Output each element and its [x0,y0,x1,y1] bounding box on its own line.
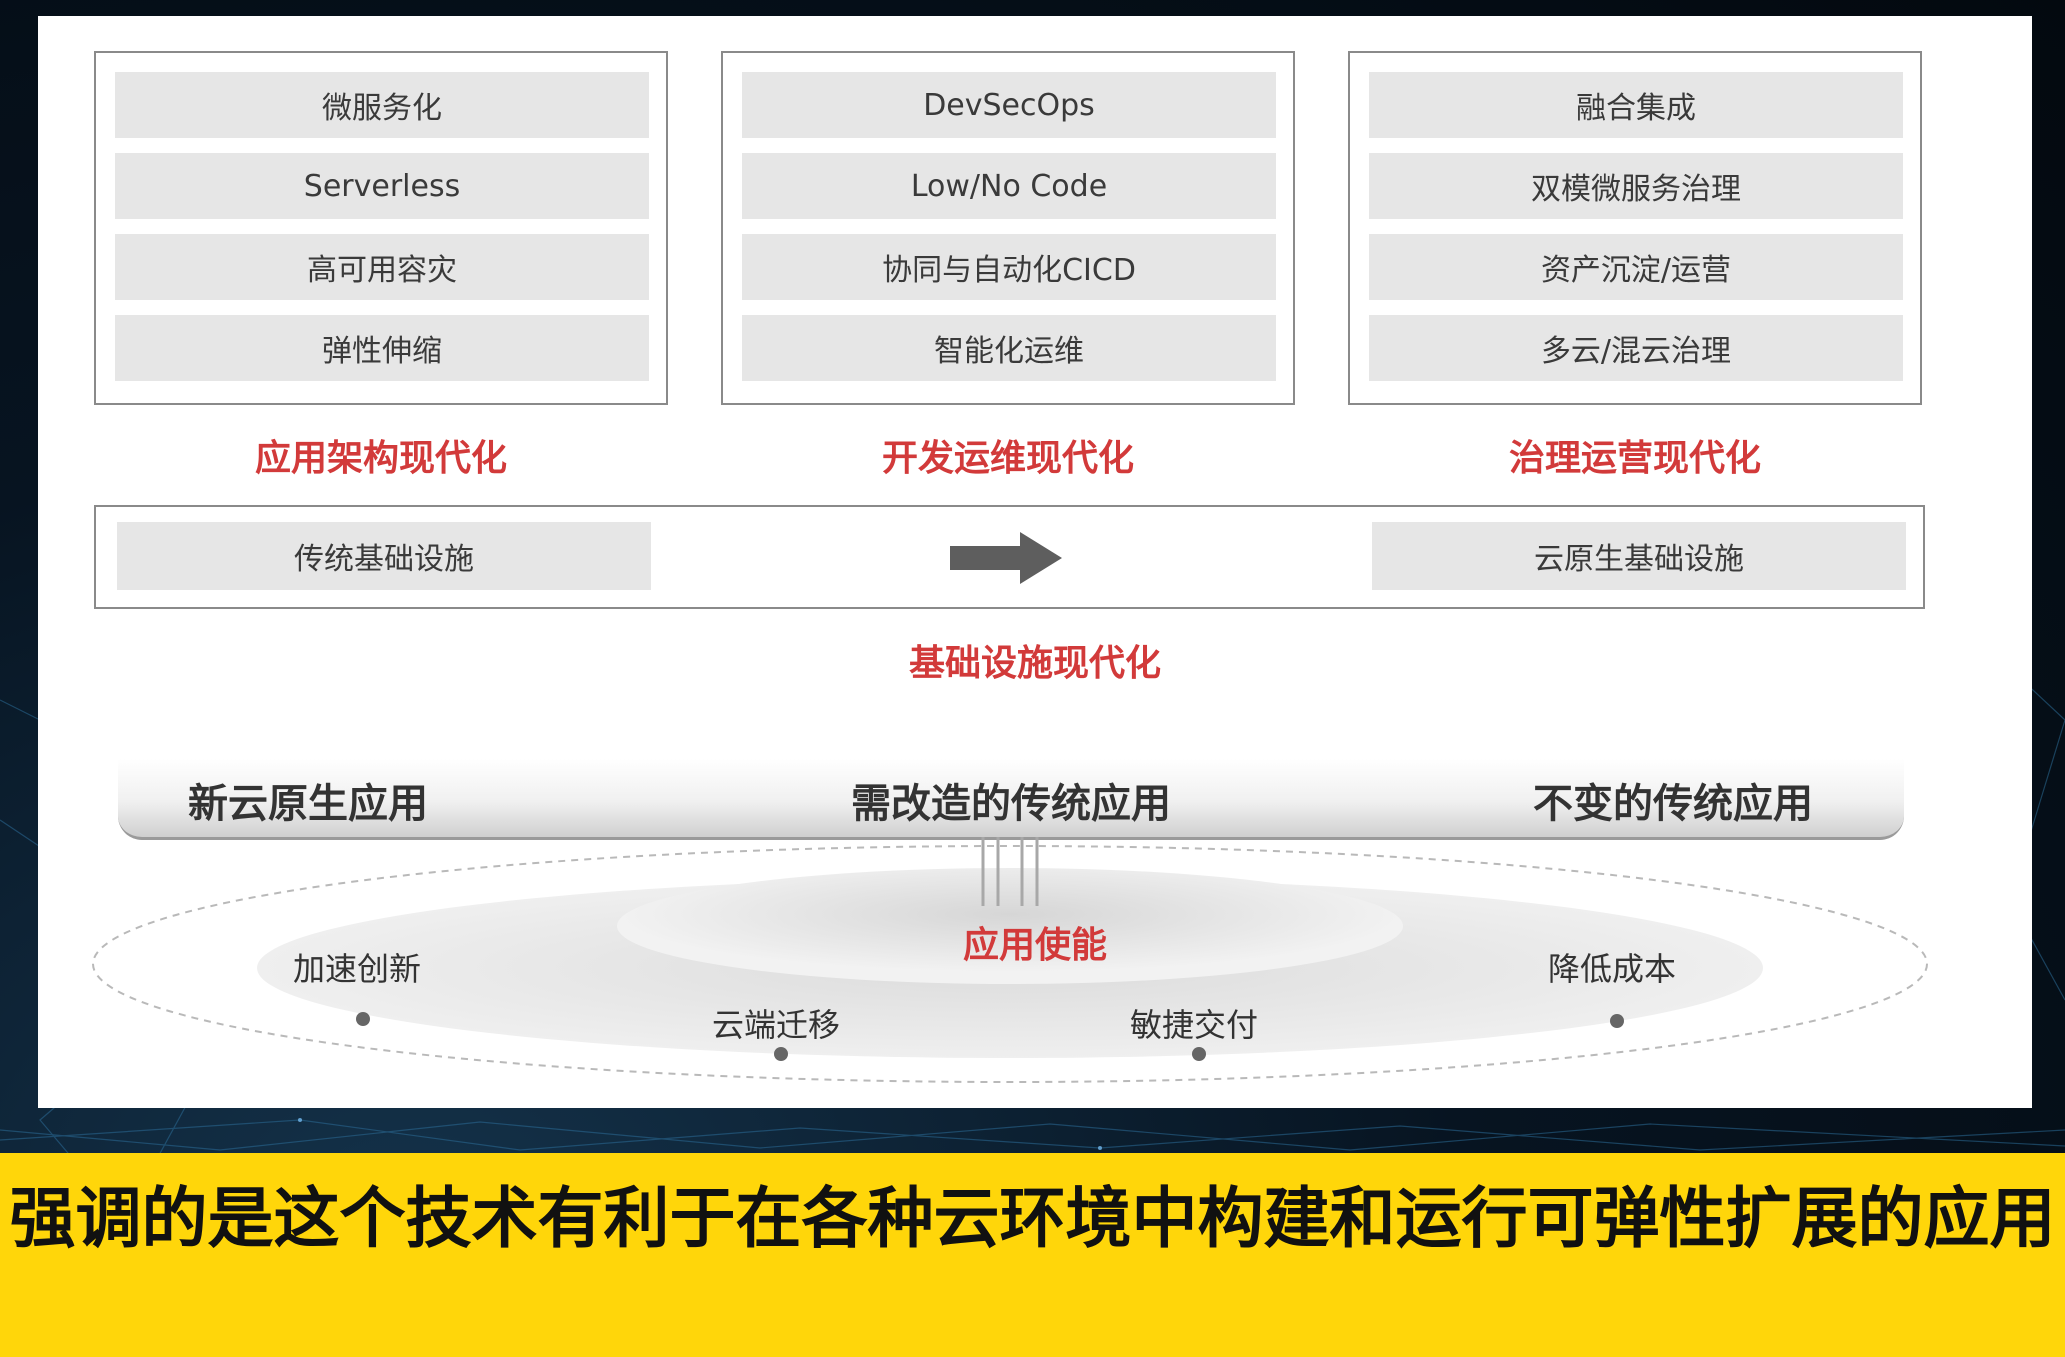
panel-item: 高可用容灾 [115,234,649,300]
panel-title-governance: 治理运营现代化 [1508,438,1761,479]
panel-item: 融合集成 [1369,72,1903,138]
panel-item: 资产沉淀/运营 [1369,234,1903,300]
benefit-accelerate-innovation: 加速创新 [293,950,422,988]
applications-bar: 新云原生应用 需改造的传统应用 不变的传统应用 [118,759,1904,840]
panel-item: 多云/混云治理 [1369,315,1903,381]
app-modernized-traditional: 需改造的传统应用 [851,781,1171,827]
app-unchanged-traditional: 不变的传统应用 [1533,781,1813,827]
enablement-title: 应用使能 [962,925,1107,966]
panel-title-devops: 开发运维现代化 [881,438,1134,479]
infra-cloud-native: 云原生基础设施 [1372,522,1906,590]
panel-item: DevSecOps [742,72,1276,138]
benefit-agile-delivery: 敏捷交付 [1130,1006,1259,1044]
panel-item: 弹性伸缩 [115,315,649,381]
panel-devops: DevSecOps Low/No Code 协同与自动化CICD 智能化运维 [721,51,1295,405]
enablement-ovals [92,837,1928,1083]
infra-traditional: 传统基础设施 [117,522,651,590]
panel-governance: 融合集成 双模微服务治理 资产沉淀/运营 多云/混云治理 [1348,51,1922,405]
panel-app-architecture: 微服务化 Serverless 高可用容灾 弹性伸缩 [94,51,668,405]
benefit-reduce-cost: 降低成本 [1548,950,1677,988]
panel-item: 双模微服务治理 [1369,153,1903,219]
benefit-cloud-migration: 云端迁移 [712,1006,841,1044]
panel-title-app-architecture: 应用架构现代化 [254,438,507,479]
app-new-cloud-native: 新云原生应用 [188,781,428,827]
infrastructure-row: 传统基础设施 云原生基础设施 [94,505,1925,609]
panel-item: 协同与自动化CICD [742,234,1276,300]
infrastructure-title: 基础设施现代化 [908,643,1161,684]
arrow-right-icon [950,532,1062,584]
panel-item: 微服务化 [115,72,649,138]
panel-item: Serverless [115,153,649,219]
panel-item: Low/No Code [742,153,1276,219]
subtitle-caption: 强调的是这个技术有利于在各种云环境中构建和运行可弹性扩展的应用 [0,1153,2065,1357]
diagram-slide: 微服务化 Serverless 高可用容灾 弹性伸缩 DevSecOps Low… [38,16,2032,1108]
panel-item: 智能化运维 [742,315,1276,381]
